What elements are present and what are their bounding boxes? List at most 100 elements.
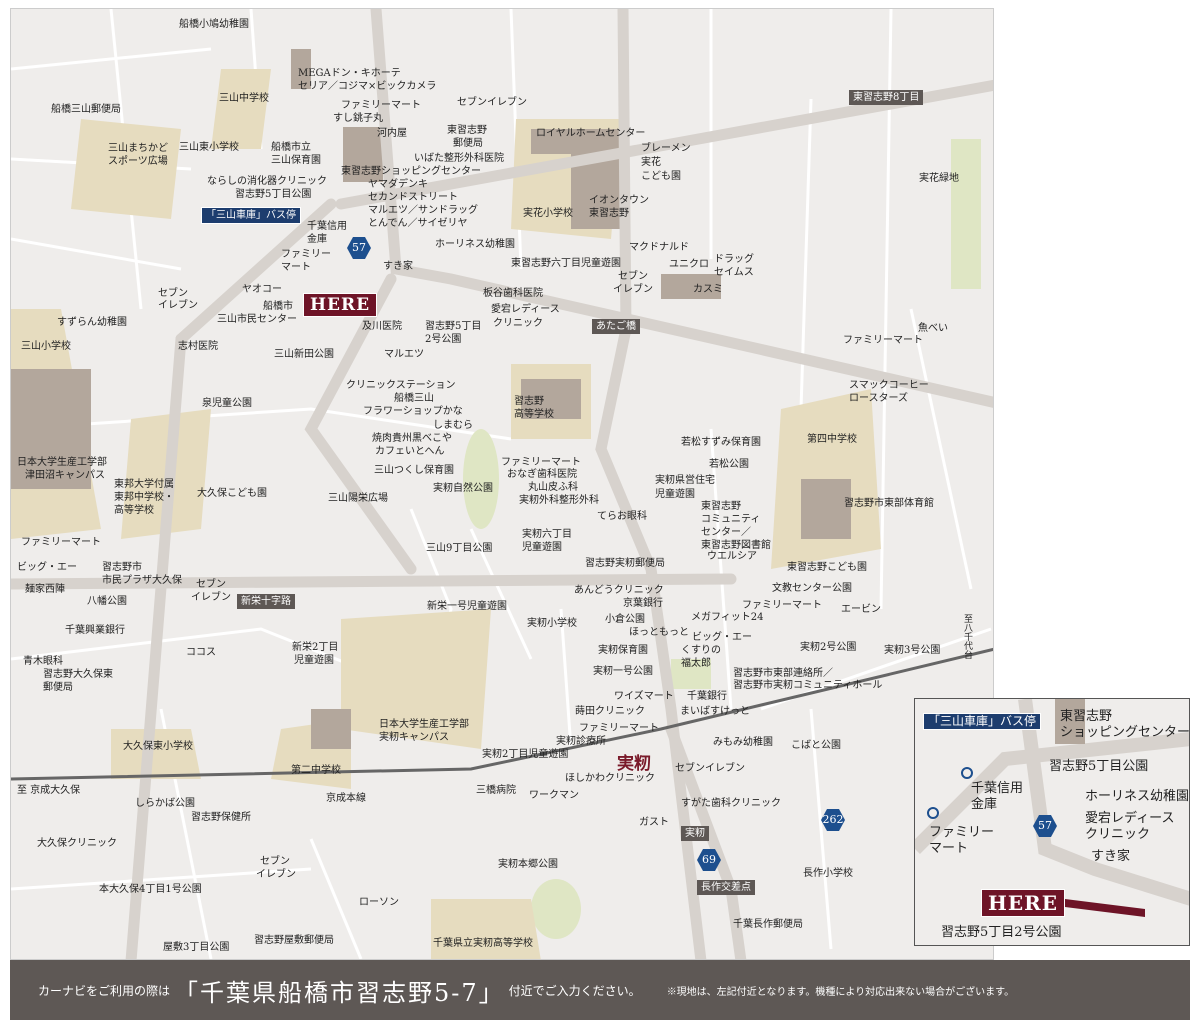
map-label: 三山東小学校	[179, 142, 239, 153]
map-label: 習志野大久保東	[43, 669, 113, 680]
map-label: 東習志野図書館	[701, 540, 771, 551]
map-label: セブン	[618, 271, 648, 282]
map-label: セブン	[196, 579, 226, 590]
keisei-railway	[11, 647, 993, 781]
map-label: 三山9丁目公園	[426, 543, 493, 554]
map-label: ホーリネス幼稚園	[435, 239, 515, 250]
map-label: 習志野保健所	[191, 812, 251, 823]
map-label: 実籾2号公園	[800, 642, 857, 653]
map-label: おなぎ歯科医院	[507, 469, 577, 480]
map-label: しまむら	[433, 420, 473, 431]
map-label: ブレーメン	[641, 143, 691, 154]
map-label: クリニック	[493, 318, 543, 329]
map-label: 大久保クリニック	[37, 838, 117, 849]
map-label: みもみ幼稚園	[713, 737, 773, 748]
map-label: コミュニティ	[701, 514, 761, 525]
map-label: ヤオコー	[242, 284, 282, 295]
map-label: 千葉県立実籾高等学校	[433, 938, 533, 949]
route-69-shield: 69	[697, 849, 721, 871]
map-label: 実籾六丁目	[522, 529, 572, 540]
map-label: マルエツ	[384, 349, 424, 360]
map-label: 千葉銀行	[687, 691, 727, 702]
map-label: 至 京成大久保	[17, 785, 81, 796]
map-label: てらお眼科	[597, 511, 647, 522]
map-label: 習志野5丁目	[425, 321, 482, 332]
map-label: セブンイレブン	[675, 763, 745, 774]
map-label: 焼肉貴州黒べこや	[372, 433, 452, 444]
area-map[interactable]: 「三山車庫」バス停 東習志野8丁目 あたご橋 新栄十字路 実籾 長作交差点 実籾…	[10, 8, 994, 960]
map-label: フラワーショップかな	[363, 406, 463, 417]
map-label: ロイヤルホームセンター	[536, 128, 646, 139]
map-label: 三山つくし保育園	[374, 465, 454, 476]
map-label: マルエツ／サンドラッグ	[368, 205, 478, 216]
map-label: 高等学校	[514, 409, 554, 420]
map-label: 実籾小学校	[527, 618, 577, 629]
buildings	[11, 49, 851, 749]
map-label: 三山まちかど	[108, 143, 168, 154]
navigation-footer: カーナビをご利用の際は 「千葉県船橋市習志野5-7」 付近でご入力ください。 ※…	[10, 960, 1190, 1020]
map-label: ファミリーマート	[742, 600, 822, 611]
map-label: 青木眼科	[23, 656, 63, 667]
bus-stop-badge: 「三山車庫」バス停	[201, 207, 301, 224]
map-label: 習志野屋敷郵便局	[254, 935, 334, 946]
map-label: ビッグ・エー	[692, 632, 752, 643]
map-label: 大久保こども園	[197, 488, 267, 499]
map-label: 志村医院	[178, 341, 218, 352]
map-label: 三山中学校	[219, 93, 269, 104]
map-label: ココス	[186, 647, 216, 658]
map-label: ファミリー	[281, 249, 331, 260]
inset-label: マート	[929, 841, 969, 856]
map-label: 実籾一号公園	[593, 666, 653, 677]
map-label: 屋敷3丁目公園	[163, 942, 230, 953]
map-label: スマックコーヒー	[849, 380, 929, 391]
inset-label: ショッピングセンター	[1060, 725, 1190, 740]
map-label: 習志野市東部連絡所／	[733, 668, 833, 679]
map-label: セブンイレブン	[457, 97, 527, 108]
map-label: 三山小学校	[21, 341, 71, 352]
map-label: 丸山皮ふ科	[528, 482, 578, 493]
map-label: 新栄一号児童遊園	[427, 601, 507, 612]
map-label: 習志野市東部体育館	[844, 498, 934, 509]
map-label: 千葉信用	[307, 221, 347, 232]
map-label: 東習志野	[589, 208, 629, 219]
map-label: 津田沼キャンパス	[25, 470, 105, 481]
map-label: 板谷歯科医院	[483, 288, 543, 299]
map-label: 実籾3号公園	[884, 645, 941, 656]
map-label: 長作小学校	[803, 868, 853, 879]
inset-label: 愛宕レディース	[1085, 811, 1175, 826]
bridge-badge: あたご橋	[592, 319, 640, 334]
map-label: 船橋市	[263, 301, 293, 312]
map-label: ほしかわクリニック	[565, 773, 655, 784]
map-label: セカンドストリート	[368, 192, 458, 203]
map-label: ファミリーマート	[21, 537, 101, 548]
map-label: メガフィット24	[691, 612, 764, 623]
map-label: 三山陽栄広場	[328, 493, 388, 504]
inset-label: 金庫	[971, 797, 998, 812]
map-label: 日本大学生産工学部	[17, 457, 107, 468]
map-label: こばと公園	[791, 740, 841, 751]
inset-here-marker: HERE	[981, 889, 1066, 917]
map-label: 新栄2丁目	[292, 642, 339, 653]
map-label: こども園	[641, 171, 681, 182]
map-label: マクドナルド	[629, 242, 689, 253]
map-label: ワイズマート	[614, 691, 674, 702]
map-label: 実籾保育園	[598, 645, 648, 656]
map-label: ファミリーマート	[501, 457, 581, 468]
map-label: 児童遊園	[294, 655, 334, 666]
inset-route-shield: 57	[1033, 815, 1057, 837]
map-label: 三橋病院	[476, 785, 516, 796]
map-label: 三山市民センター	[217, 314, 297, 325]
map-label: 習志野市	[102, 562, 142, 573]
map-label: 第四中学校	[807, 434, 857, 445]
map-label: ファミリーマート	[843, 335, 923, 346]
map-label: 日本大学生産工学部	[379, 719, 469, 730]
map-label: ローソン	[359, 897, 399, 908]
map-label: いばた整形外科医院	[414, 153, 504, 164]
inset-label: すき家	[1091, 849, 1131, 864]
map-label: 実籾自然公園	[433, 483, 493, 494]
map-label: ドラッグ	[714, 254, 754, 265]
map-label: 実籾2丁目児童遊園	[482, 749, 569, 760]
map-label: 船橋三山	[394, 393, 434, 404]
inset-label: ホーリネス幼稚園	[1085, 789, 1190, 804]
map-label: セリア／コジマ×ビックカメラ	[298, 81, 437, 92]
